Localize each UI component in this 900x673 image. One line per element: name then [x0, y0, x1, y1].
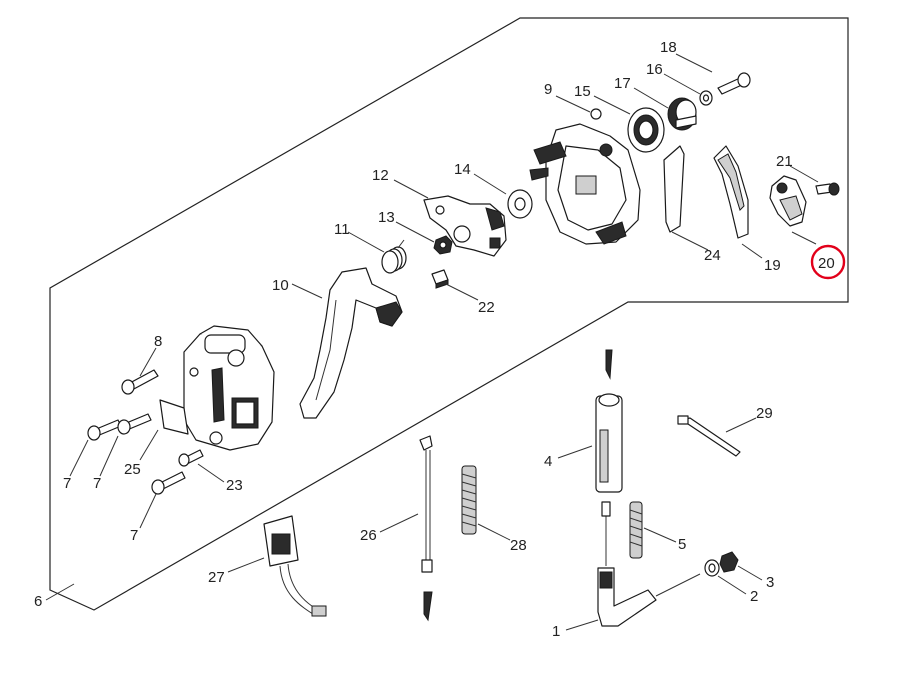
part-13-nut[interactable]: [433, 235, 453, 255]
part-22-square-nut[interactable]: [431, 269, 449, 289]
callout-7b: 7: [93, 475, 101, 492]
callout-20[interactable]: 20: [818, 255, 835, 272]
part-25-label[interactable]: [159, 399, 189, 435]
part-19-cover-plate[interactable]: [713, 145, 749, 239]
part-5-spring[interactable]: [629, 501, 643, 559]
part-28-spring[interactable]: [461, 465, 477, 535]
part-8-screw[interactable]: [121, 369, 159, 395]
part-6-housing[interactable]: [183, 325, 275, 451]
assembly-frame: [49, 17, 849, 611]
part-11-spring[interactable]: [381, 239, 407, 274]
callout-16: 16: [646, 61, 663, 78]
callout-2: 2: [750, 588, 758, 605]
callout-8: 8: [154, 333, 162, 350]
callout-1: 1: [552, 623, 560, 640]
callout-25: 25: [124, 461, 141, 478]
callouts: 1 2 3 4 5 6 7 7 7 8 9 10 11 12 13 14 15 …: [34, 39, 835, 640]
callout-7c: 7: [130, 527, 138, 544]
callout-11: 11: [334, 221, 350, 238]
callout-24: 24: [704, 247, 721, 264]
callout-28: 28: [510, 537, 527, 554]
part-24-strip[interactable]: [663, 145, 685, 233]
callout-23: 23: [226, 477, 243, 494]
part-7-screw-b[interactable]: [117, 413, 152, 435]
callout-9: 9: [544, 81, 552, 98]
callout-5: 5: [678, 536, 686, 553]
callout-21: 21: [776, 153, 793, 170]
callout-19: 19: [764, 257, 781, 274]
callout-29: 29: [756, 405, 773, 422]
callout-7a: 7: [63, 475, 71, 492]
part-26-inner-cable[interactable]: [419, 435, 433, 573]
callout-13: 13: [378, 209, 395, 226]
part-3-nut[interactable]: [719, 551, 739, 573]
part-1-cable-housing[interactable]: [597, 501, 701, 627]
part-7-screw-a[interactable]: [87, 419, 122, 441]
leader-lines: [45, 53, 819, 631]
part-17-cap[interactable]: [667, 97, 697, 131]
part-27-connector[interactable]: [263, 515, 327, 617]
direction-arrow-top: [605, 349, 613, 380]
callout-12: 12: [372, 167, 389, 184]
callout-3: 3: [766, 574, 774, 591]
part-2-ferrule[interactable]: [704, 559, 720, 577]
callout-15: 15: [574, 83, 591, 100]
callout-10: 10: [272, 277, 289, 294]
highlight-ring: [810, 244, 846, 280]
direction-arrow-bottom: [423, 591, 433, 622]
callout-6: 6: [34, 593, 42, 610]
callout-17: 17: [614, 75, 631, 92]
part-23-screw[interactable]: [178, 449, 204, 467]
callout-27: 27: [208, 569, 225, 586]
callout-18: 18: [660, 39, 677, 56]
part-29-cable-tie[interactable]: [677, 415, 741, 457]
part-10-lever[interactable]: [299, 267, 403, 419]
part-4-tube[interactable]: [595, 393, 623, 493]
part-20-clip[interactable]: [769, 175, 807, 227]
part-18-screw[interactable]: [717, 72, 751, 95]
part-14-washer[interactable]: [507, 189, 533, 219]
callout-14: 14: [454, 161, 471, 178]
part-16-washer[interactable]: [699, 90, 713, 106]
part-7-screw-c[interactable]: [151, 471, 186, 495]
part-15-bearing[interactable]: [627, 107, 665, 153]
callout-26: 26: [360, 527, 377, 544]
callout-4: 4: [544, 453, 552, 470]
part-12-pawl[interactable]: [423, 195, 507, 257]
part-21-screw[interactable]: [815, 182, 840, 196]
callout-22: 22: [478, 299, 495, 316]
part-9-main-body[interactable]: [529, 108, 641, 245]
